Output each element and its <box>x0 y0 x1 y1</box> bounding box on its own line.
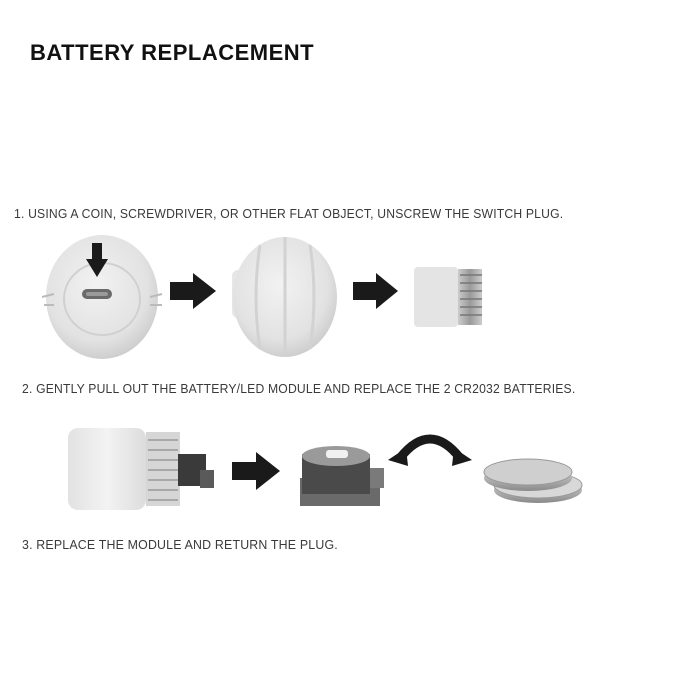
plug-with-module-icon <box>68 428 214 510</box>
step-2-instruction: 2. GENTLY PULL OUT THE BATTERY/LED MODUL… <box>22 381 576 396</box>
arrow-right-icon <box>353 273 398 309</box>
step-1-instruction: 1. USING A COIN, SCREWDRIVER, OR OTHER F… <box>14 206 564 221</box>
step-1-illustration <box>41 235 482 359</box>
switch-plug-front-icon <box>41 235 163 359</box>
step-3-instruction: 3. REPLACE THE MODULE AND RETURN THE PLU… <box>22 537 338 552</box>
arrow-right-icon <box>232 452 280 490</box>
cr2032-batteries-icon <box>483 458 583 503</box>
swap-arrow-icon <box>388 434 472 466</box>
switch-plug-side-icon <box>232 237 337 357</box>
step-2-illustration <box>68 428 583 510</box>
arrow-right-icon <box>170 273 216 309</box>
battery-led-module-icon <box>300 446 384 506</box>
plug-unscrewed-icon <box>414 267 482 327</box>
arrow-down-icon <box>86 243 108 277</box>
page-title: BATTERY REPLACEMENT <box>30 40 315 65</box>
